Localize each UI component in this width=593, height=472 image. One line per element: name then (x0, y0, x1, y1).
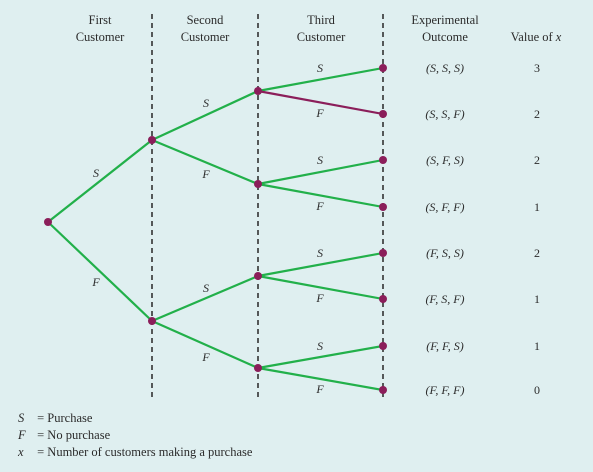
outcome-text: (S, F, S) (426, 153, 464, 167)
legend: S = Purchase F = No purchase x = Number … (18, 410, 252, 461)
branch-label-s: S (317, 246, 323, 260)
branch-label-f: F (91, 275, 100, 289)
branch-label-f: F (201, 167, 210, 181)
branch-label-s: S (203, 96, 209, 110)
outcome-text: (F, S, F) (425, 292, 464, 306)
leaf-node (379, 295, 387, 303)
value-text: 1 (534, 200, 540, 214)
branch-second-s (151, 274, 259, 323)
branch-label-s: S (93, 166, 99, 180)
tree-node (254, 272, 262, 280)
header-first-customer: First Customer (75, 13, 125, 44)
value-text: 0 (534, 383, 540, 397)
leaf-node (379, 386, 387, 394)
root-node (44, 218, 52, 226)
leaf-node (379, 110, 387, 118)
value-text: 1 (534, 339, 540, 353)
branch-label-s: S (317, 61, 323, 75)
header-value-of-x: Value of x (511, 29, 562, 46)
value-text: 3 (534, 61, 540, 75)
branch-third-f (257, 89, 384, 116)
branch-label-s: S (317, 153, 323, 167)
branch-label-f: F (315, 382, 324, 396)
outcome-text: (F, F, F) (426, 383, 465, 397)
branch-first-f (47, 221, 153, 322)
leaf-node (379, 64, 387, 72)
legend-row: F = No purchase (18, 428, 111, 442)
value-text: 2 (534, 246, 540, 260)
branch-label-f: F (315, 199, 324, 213)
tree-node (148, 136, 156, 144)
branch-third-s (257, 158, 384, 186)
header-experimental-outcome: Experimental Outcome (411, 13, 479, 44)
branch-second-s (151, 90, 259, 141)
value-text: 1 (534, 292, 540, 306)
branch-label-f: F (315, 106, 324, 120)
branch-third-f (257, 274, 384, 301)
tree-node (254, 364, 262, 372)
legend-row: x = Number of customers making a purchas… (18, 445, 253, 459)
outcome-text: (S, S, F) (425, 107, 464, 121)
legend-row: S = Purchase (18, 411, 93, 425)
branch-third-f (257, 182, 384, 209)
branch-first-s (47, 139, 153, 223)
leaf-node (379, 156, 387, 164)
leaf-node (379, 249, 387, 257)
value-text: 2 (534, 107, 540, 121)
value-text: 2 (534, 153, 540, 167)
outcome-text: (F, S, S) (426, 246, 464, 260)
leaf-node (379, 342, 387, 350)
branch-label-f: F (315, 291, 324, 305)
branch-second-f (151, 319, 259, 370)
branch-second-f (151, 138, 259, 186)
branch-third-s (257, 344, 384, 370)
outcome-text: (S, S, S) (426, 61, 464, 75)
branch-label-s: S (203, 281, 209, 295)
branch-label-f: F (201, 350, 210, 364)
tree-node (254, 180, 262, 188)
branch-third-s (257, 251, 384, 278)
header-second-customer: Second Customer (180, 13, 230, 44)
value-of-label-text: Value of (510, 30, 556, 44)
tree-node (148, 317, 156, 325)
outcome-text: (S, F, F) (425, 200, 464, 214)
header-third-customer: Third Customer (296, 13, 346, 44)
branch-third-s (257, 66, 384, 93)
leaf-node (379, 203, 387, 211)
branch-label-s: S (317, 339, 323, 353)
tree-node (254, 87, 262, 95)
x-variable: x (555, 30, 562, 44)
value-of-x-label: Value of x (511, 29, 562, 46)
outcome-text: (F, F, S) (426, 339, 464, 353)
branch-third-f (257, 366, 384, 392)
